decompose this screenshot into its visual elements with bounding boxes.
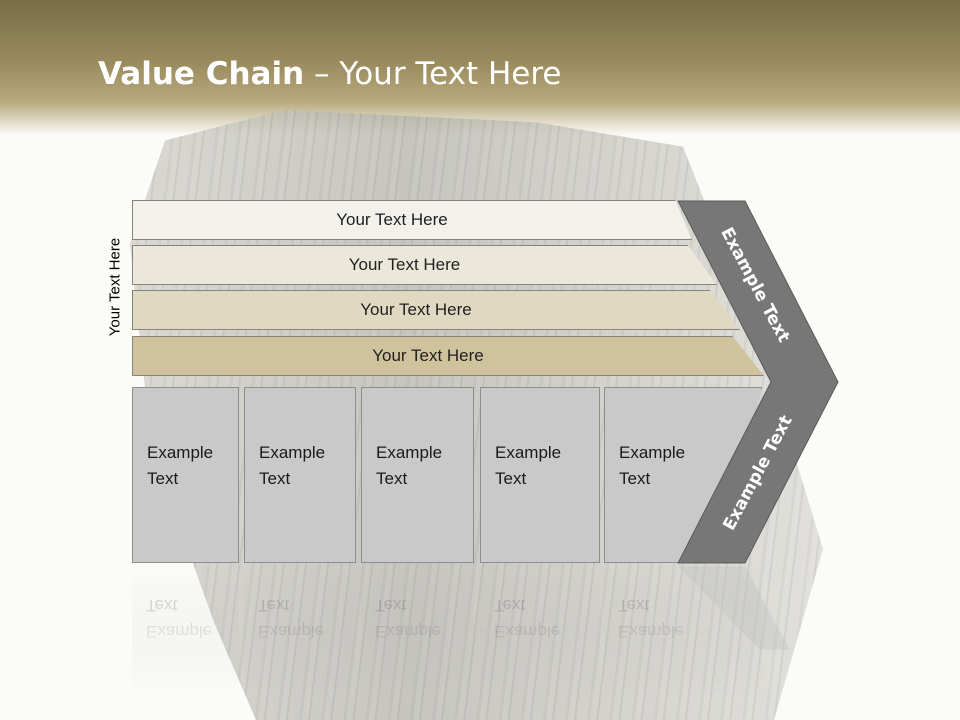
column-line2: Text — [619, 469, 651, 488]
value-column-2: Example Text — [244, 387, 356, 563]
stack-row-label: Your Text Here — [336, 210, 448, 229]
title-bold: Value Chain — [98, 56, 305, 92]
page-title: Value Chain – Your Text Here — [98, 56, 561, 92]
column-line1: Example — [619, 443, 686, 462]
stack-row-label: Your Text Here — [372, 346, 484, 365]
value-column-4: Example Text — [480, 387, 600, 563]
column-line1: Example — [495, 443, 562, 462]
title-rest: – Your Text Here — [304, 56, 562, 92]
column-line2: Text — [376, 469, 408, 488]
column-line1: Example — [147, 443, 214, 462]
stack-row-1: Your Text Here — [132, 200, 692, 240]
value-column-3: Example Text — [361, 387, 474, 563]
stack-row-3: Your Text Here — [132, 290, 740, 330]
stack-row-4: Your Text Here — [132, 336, 764, 376]
column-line1: Example — [376, 443, 443, 462]
column-line1: Example — [259, 443, 326, 462]
column-line2: Text — [259, 469, 291, 488]
column-line2: Text — [495, 469, 527, 488]
header-band — [0, 0, 960, 135]
stack-row-label: Your Text Here — [360, 300, 472, 319]
stack-row-2: Your Text Here — [132, 245, 717, 285]
stack-row-label: Your Text Here — [348, 255, 461, 274]
value-column-1: Example Text — [132, 387, 239, 563]
column-line2: Text — [147, 469, 179, 488]
